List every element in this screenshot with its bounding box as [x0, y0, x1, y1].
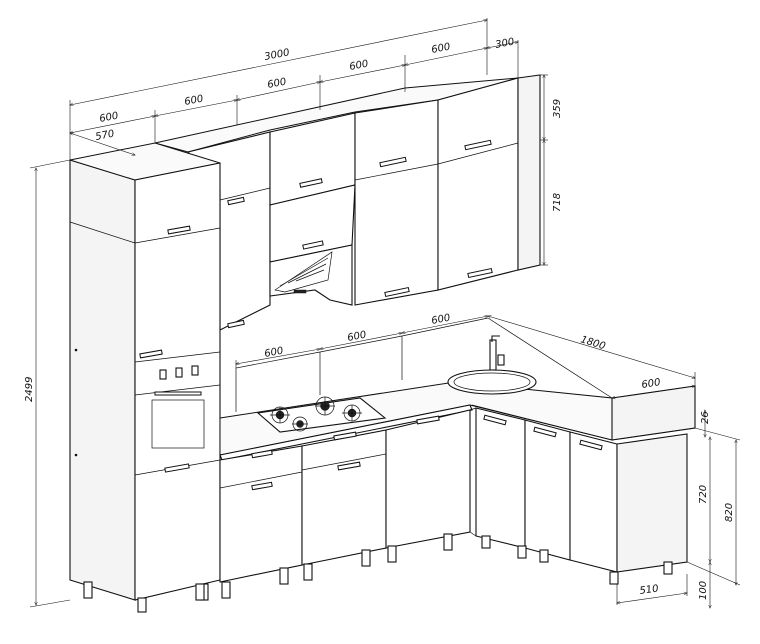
base-cabinet-5	[524, 419, 571, 561]
dim-upper-main-height: 718	[552, 193, 563, 212]
oven-knob	[159, 369, 167, 380]
base-cabinets	[195, 407, 688, 601]
dim-backsplash-1: 600	[263, 346, 284, 360]
base-cabinet-2	[301, 429, 387, 566]
upper-cabinet-4	[437, 77, 519, 291]
upper-cabinets	[154, 74, 541, 331]
countertop-end	[611, 385, 696, 441]
upper-cabinet-3	[354, 99, 439, 306]
dim-tall-depth: 570	[94, 129, 115, 143]
dim-top-depth: 300	[494, 37, 515, 51]
oven-knob	[175, 367, 183, 378]
dim-backsplash-3: 600	[430, 313, 451, 327]
base-end-panel	[616, 433, 688, 573]
dim-total-height: 2499	[24, 377, 35, 402]
dim-base-body-height: 720	[698, 485, 709, 504]
tall-column-side	[69, 159, 136, 601]
dimension-lines	[29, 18, 741, 608]
oven-knob	[191, 365, 199, 376]
dim-countertop-thickness: 26	[700, 411, 711, 424]
base-cabinet-4	[475, 407, 526, 549]
base-cabinet-1	[219, 445, 303, 583]
dim-top-module-5: 600	[430, 42, 451, 56]
base-cabinet-3	[385, 409, 471, 549]
dim-leg-height: 100	[698, 581, 709, 600]
dim-upper-top-height: 359	[552, 99, 563, 118]
dim-top-module-3: 600	[266, 77, 287, 91]
dim-corner-end-width: 600	[641, 377, 662, 391]
sink	[447, 369, 537, 395]
dim-base-depth: 510	[639, 583, 659, 597]
base-cabinet-6	[569, 431, 618, 573]
dim-top-module-4: 600	[348, 59, 369, 73]
dim-top-module-1: 600	[98, 111, 119, 125]
dim-total-width: 3000	[263, 47, 290, 63]
oven-window	[151, 399, 205, 449]
countertop-edge	[219, 404, 473, 461]
dim-corner-length: 1800	[579, 334, 607, 352]
dim-backsplash-2: 600	[346, 330, 367, 344]
dim-top-module-2: 600	[183, 94, 204, 108]
faucet	[489, 335, 505, 371]
tall-column	[69, 142, 221, 613]
dimension-labels: 3000 600 600 600 600 600 300 570 359 718…	[24, 37, 735, 600]
hob-burners	[270, 396, 362, 432]
dim-base-total-height: 820	[724, 503, 735, 522]
upper-right-side	[517, 74, 541, 271]
